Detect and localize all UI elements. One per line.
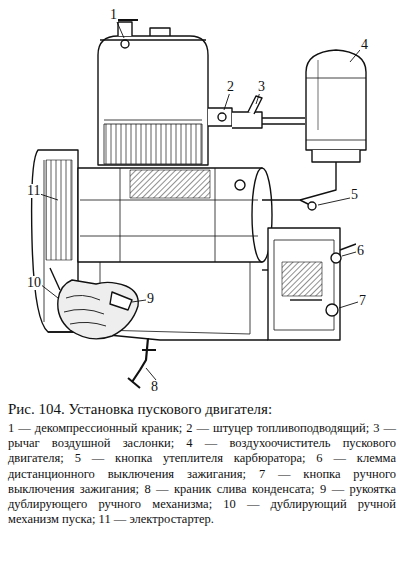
callout-number: 9 [146,292,155,306]
callout-number: 5 [350,188,359,202]
caption-text: 1 — декомпрессионный краник; 2 — штуцер … [8,421,396,528]
callout-number: 6 [356,244,365,258]
callout-number: 7 [358,294,367,308]
callout-number: 11 [26,184,41,198]
callout-number: 8 [150,380,159,394]
callout-number: 1 [109,8,118,22]
figure-title: Рис. 104. Установка пускового двигателя: [8,400,396,419]
callout-number: 4 [360,38,369,52]
callout-number: 2 [226,80,235,94]
engine-illustration [0,0,402,400]
callout-number: 10 [26,276,42,290]
figure-caption: Рис. 104. Установка пускового двигателя:… [8,400,396,528]
callout-number: 3 [257,80,266,94]
